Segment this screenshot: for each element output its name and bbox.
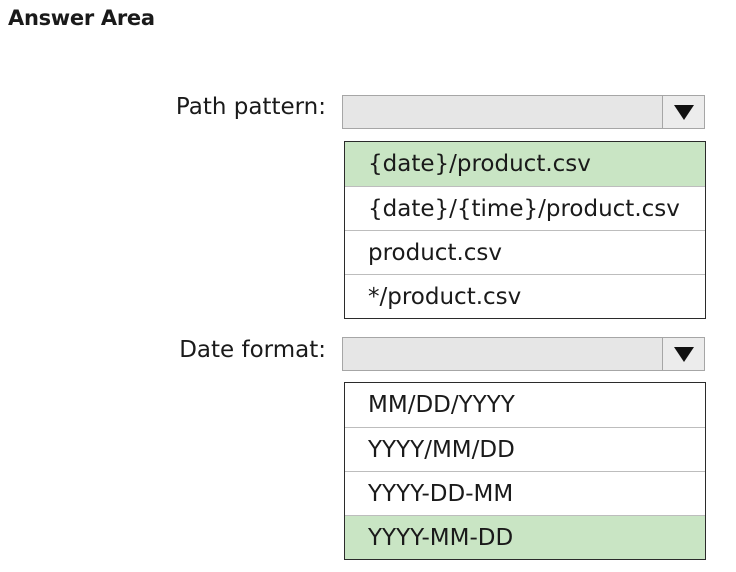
path-pattern-option[interactable]: {date}/{time}/product.csv bbox=[345, 186, 705, 230]
date-format-option[interactable]: MM/DD/YYYY bbox=[368, 392, 515, 418]
date-format-dropdown-button[interactable] bbox=[662, 338, 704, 370]
path-pattern-option[interactable]: {date}/product.csv bbox=[345, 142, 705, 186]
path-pattern-dropdown-button[interactable] bbox=[662, 96, 704, 128]
path-pattern-option[interactable]: */product.csv bbox=[345, 274, 705, 318]
date-format-option[interactable]: YYYY/MM/DD bbox=[345, 427, 705, 471]
path-pattern-dropdown[interactable] bbox=[342, 95, 705, 129]
chevron-down-icon bbox=[673, 346, 694, 362]
path-pattern-label: Path pattern: bbox=[175, 94, 326, 120]
path-pattern-option[interactable]: product.csv bbox=[345, 230, 705, 274]
path-pattern-options: {date}/product.csv {date}/{time}/product… bbox=[344, 141, 706, 319]
date-format-options: MM/DD/YYYY YYYY/MM/DD YYYY-DD-MM YYYY-MM… bbox=[344, 382, 706, 560]
answer-area-title: Answer Area bbox=[8, 6, 155, 30]
date-format-dropdown[interactable] bbox=[342, 337, 705, 371]
date-format-option[interactable]: YYYY-DD-MM bbox=[345, 471, 705, 515]
date-format-option[interactable]: YYYY-MM-DD bbox=[345, 515, 705, 559]
chevron-down-icon bbox=[673, 104, 694, 120]
date-format-label: Date format: bbox=[179, 337, 326, 363]
